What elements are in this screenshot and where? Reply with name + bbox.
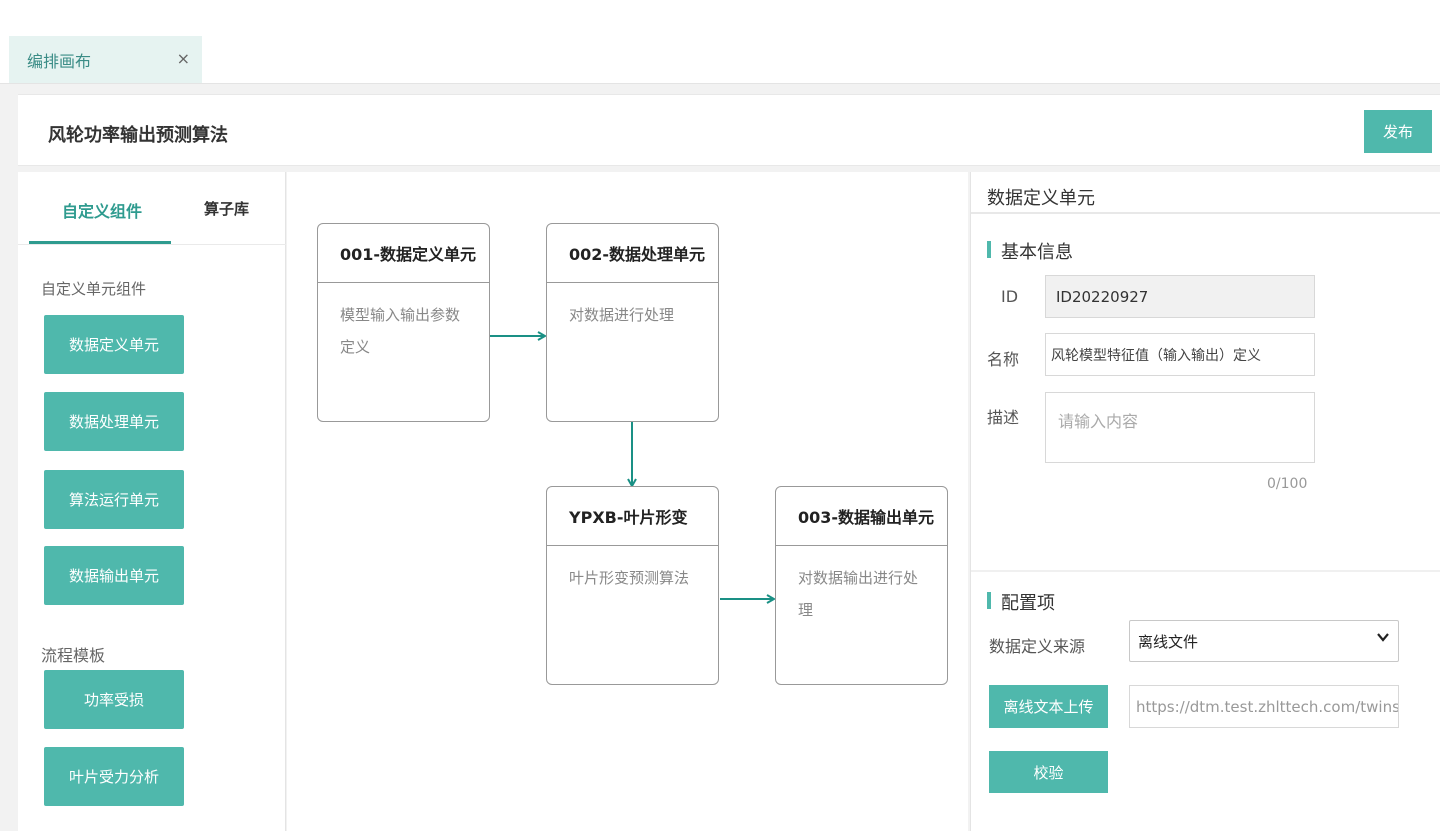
node-title: 001-数据定义单元 <box>318 224 489 283</box>
id-field: ID20220927 <box>1045 275 1315 318</box>
active-tab-indicator <box>29 241 171 244</box>
basic-info-heading: 基本信息 <box>987 238 1073 264</box>
flow-edges <box>490 172 968 831</box>
node-title: 003-数据输出单元 <box>776 487 947 546</box>
node-description: 对数据进行处理 <box>547 283 718 331</box>
component-data-definition[interactable]: 数据定义单元 <box>44 315 184 374</box>
tab-operator-library[interactable]: 算子库 <box>204 200 250 218</box>
name-field[interactable]: 风轮模型特征值（输入输出）定义 <box>1045 333 1315 376</box>
tab-label: 编排画布 <box>27 51 92 71</box>
node-description: 对数据输出进行处 理 <box>776 546 947 626</box>
component-data-output[interactable]: 数据输出单元 <box>44 546 184 605</box>
tab-custom-components[interactable]: 自定义组件 <box>62 202 143 221</box>
id-label: ID <box>1001 287 1019 306</box>
properties-divider <box>971 212 1440 214</box>
component-data-processing[interactable]: 数据处理单元 <box>44 392 184 451</box>
node-description-line: 叶片形变预测算法 <box>569 569 690 587</box>
properties-panel: 数据定义单元 基本信息 ID ID20220927 名称 风轮模型特征值（输入输… <box>970 172 1440 831</box>
flow-node-data-output[interactable]: 003-数据输出单元 对数据输出进行处 理 <box>775 486 948 685</box>
node-description-line: 对数据输出进行处 <box>798 569 919 587</box>
source-select[interactable]: 离线文件 <box>1129 620 1399 662</box>
upload-url-field[interactable]: https://dtm.test.zhlttech.com/twins/ <box>1129 685 1399 728</box>
flow-node-data-definition[interactable]: 001-数据定义单元 模型输入输出参数 定义 <box>317 223 490 422</box>
validate-button[interactable]: 校验 <box>989 751 1108 793</box>
source-label: 数据定义来源 <box>989 637 1086 656</box>
node-description-line: 模型输入输出参数 <box>340 306 461 324</box>
page-title: 风轮功率输出预测算法 <box>48 125 228 146</box>
node-description-line: 对数据进行处理 <box>569 306 675 324</box>
custom-components-heading: 自定义单元组件 <box>41 280 147 298</box>
flow-canvas[interactable]: 001-数据定义单元 模型输入输出参数 定义 002-数据处理单元 对数据进行处… <box>287 172 968 831</box>
flow-node-blade-deformation[interactable]: YPXB-叶片形变 叶片形变预测算法 <box>546 486 719 685</box>
flow-node-data-processing[interactable]: 002-数据处理单元 对数据进行处理 <box>546 223 719 422</box>
chevron-down-icon <box>1376 630 1390 648</box>
close-icon[interactable]: × <box>176 49 190 68</box>
offline-upload-button[interactable]: 离线文本上传 <box>989 685 1108 728</box>
source-select-value: 离线文件 <box>1138 632 1199 651</box>
description-textarea[interactable]: 请输入内容 <box>1045 392 1315 463</box>
name-label: 名称 <box>987 350 1020 369</box>
properties-title: 数据定义单元 <box>987 188 1095 209</box>
node-title: 002-数据处理单元 <box>547 224 718 283</box>
description-char-counter: 0/100 <box>1267 476 1308 492</box>
config-heading: 配置项 <box>987 589 1055 615</box>
template-power-loss[interactable]: 功率受损 <box>44 670 184 729</box>
publish-button[interactable]: 发布 <box>1364 110 1432 153</box>
node-description: 模型输入输出参数 定义 <box>318 283 489 363</box>
tab-canvas[interactable]: 编排画布 × <box>9 36 202 83</box>
node-description: 叶片形变预测算法 <box>547 546 718 594</box>
templates-heading: 流程模板 <box>41 646 106 665</box>
component-algorithm-run[interactable]: 算法运行单元 <box>44 470 184 529</box>
tab-divider <box>18 244 286 245</box>
page-header: 风轮功率输出预测算法 发布 <box>18 94 1440 166</box>
template-blade-force-analysis[interactable]: 叶片受力分析 <box>44 747 184 806</box>
node-description-line: 定义 <box>340 338 371 356</box>
node-title: YPXB-叶片形变 <box>547 487 718 546</box>
node-description-line: 理 <box>798 601 814 619</box>
section-divider <box>971 570 1440 572</box>
component-panel: 自定义组件 算子库 自定义单元组件 数据定义单元 数据处理单元 算法运行单元 数… <box>18 172 286 831</box>
tab-strip: 编排画布 × <box>0 0 1440 84</box>
description-label: 描述 <box>987 408 1020 427</box>
